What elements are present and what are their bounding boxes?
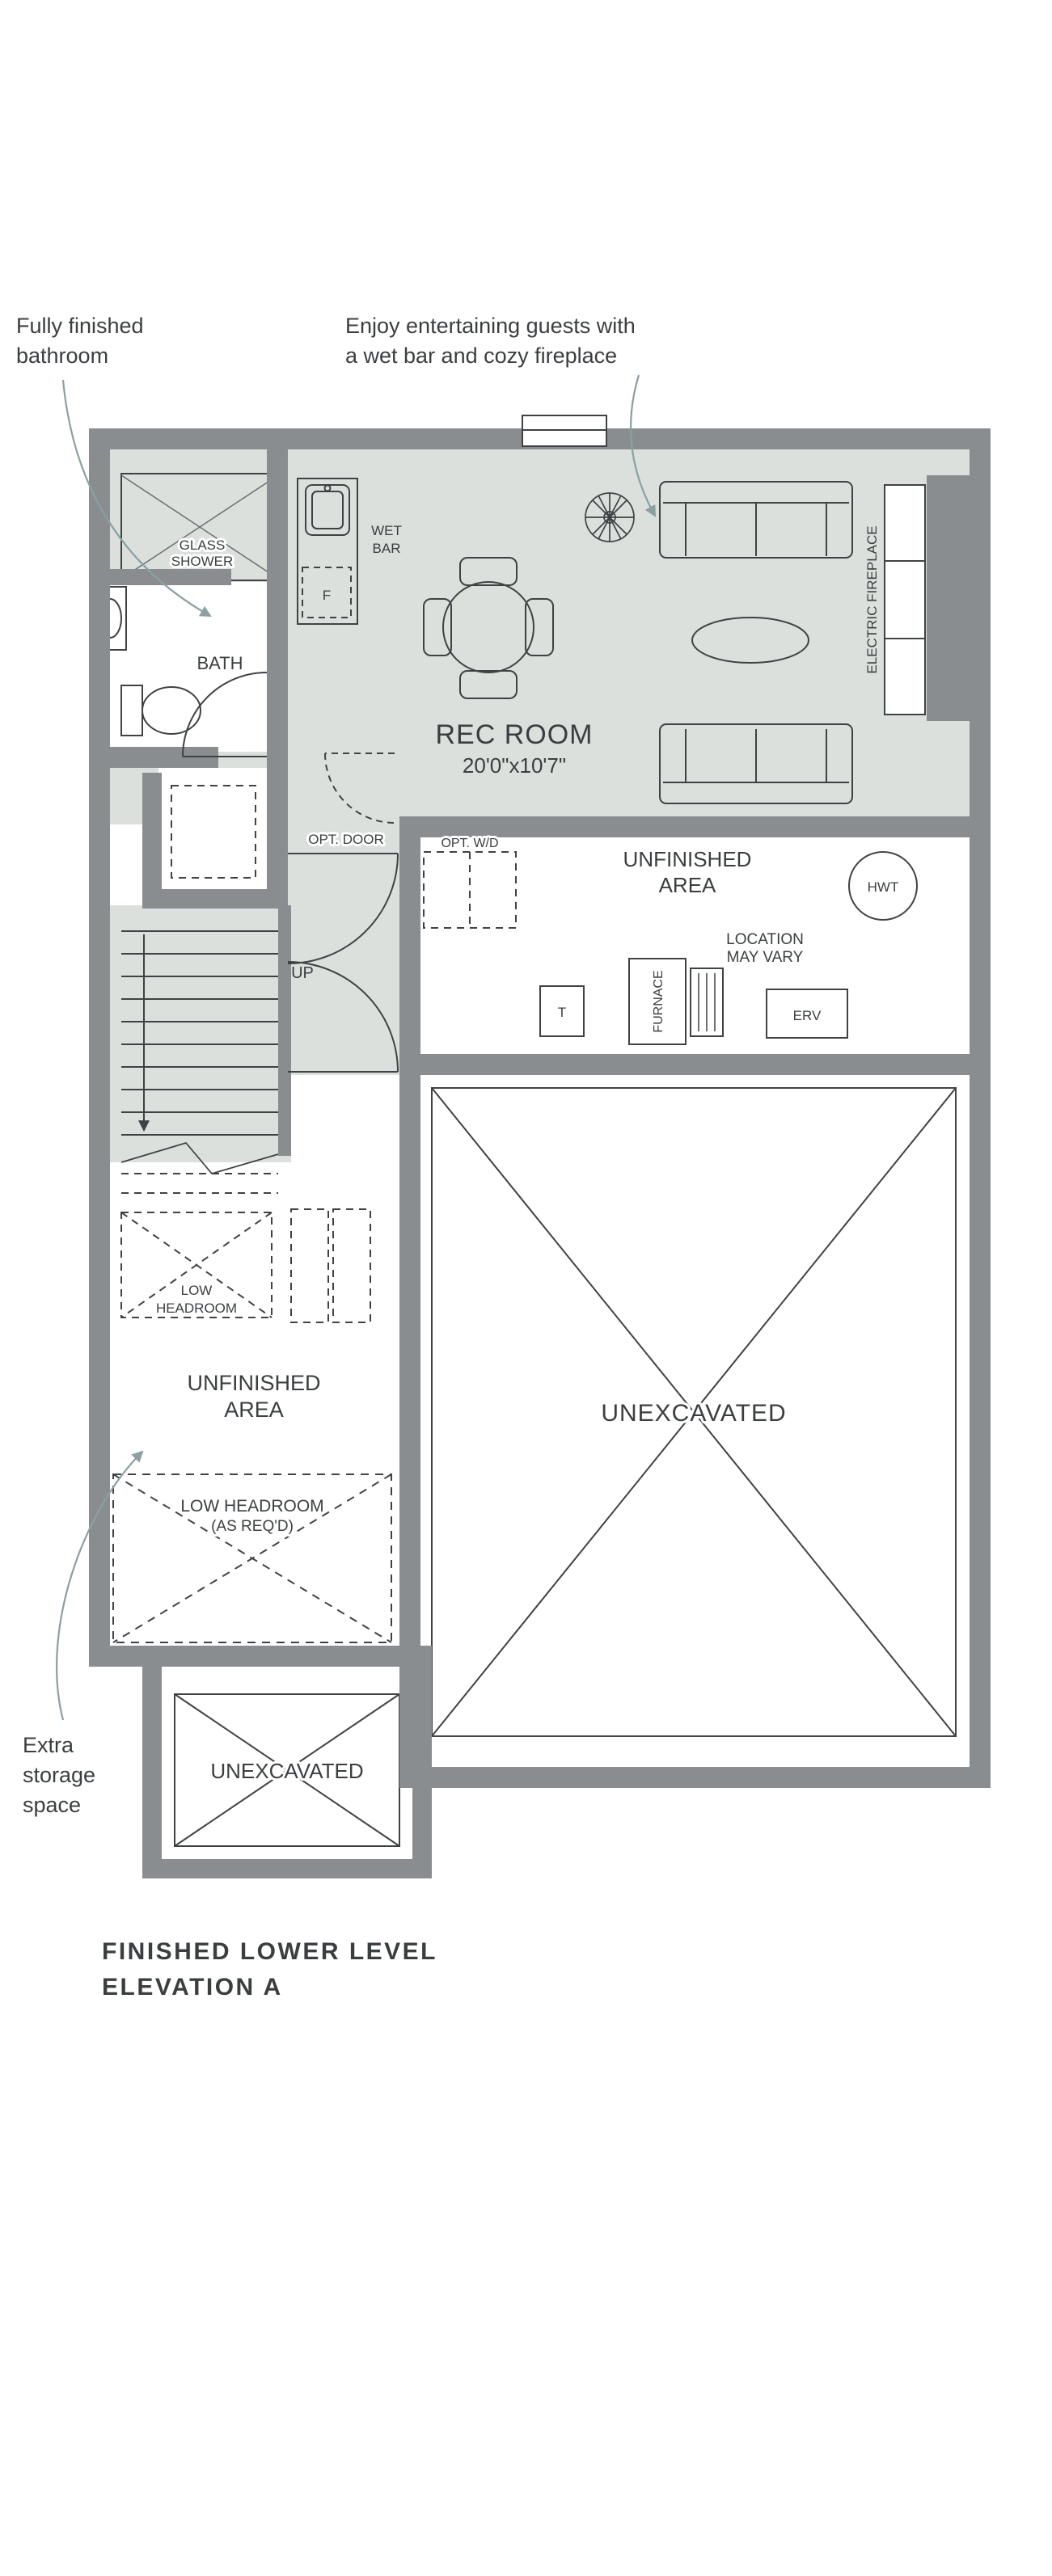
electric-fireplace-unit [884,484,926,715]
walls [89,428,991,1878]
low-headroom-stair-label-2: HEADROOM [156,1301,237,1316]
sofa-bottom [659,723,853,804]
unfinished-right-label-2: AREA [659,873,716,897]
hwt-label: HWT [868,879,899,895]
unfinished-left-label-1: UNFINISHED [187,1371,320,1395]
location-label-1: LOCATION [726,931,804,948]
wall-storage-south [142,1859,432,1878]
low-headroom-big-label-1: LOW HEADROOM [180,1497,323,1516]
wall-bath-east [267,428,288,909]
window-top [522,415,607,447]
stairs [120,930,279,1174]
furnace-label: FURNACE [652,970,665,1032]
unexcavated-small-label: UNEXCAVATED [210,1759,363,1783]
opt-washer-dryer [423,851,517,929]
unfinished-room-fills [108,582,971,1056]
opt-door-label: OPT. DOOR [308,832,384,847]
wall-mid-vertical [399,816,420,1788]
bath-door [182,672,268,757]
up-label: UP [291,964,314,982]
thermostat-box [539,985,585,1037]
sofa-top [659,481,853,559]
optional-fridge [302,567,352,618]
annotation-storage-line2: storage [23,1763,95,1787]
annotation-storage-line3: space [23,1793,81,1817]
annotation-bathroom-line2: bathroom [16,344,108,368]
fireplace-label: ELECTRIC FIREPLACE [864,525,880,673]
leader-entertain [629,374,657,517]
rec-room-label: REC ROOM [436,719,594,750]
wet-bar [297,478,358,625]
leader-bathroom [61,379,212,618]
plan-title-line1: FINISHED LOWER LEVEL [102,1938,437,1965]
wall-bottom-right [399,1767,991,1788]
glass-shower-label-2: SHOWER [171,554,234,569]
furnace-box [628,958,724,1045]
optional-door [324,753,395,824]
wall-storage-west [142,1662,162,1878]
annotation-entertain-line1: Enjoy entertaining guests with [345,314,636,338]
double-doors [287,853,399,1073]
unexcavated-big [431,1087,957,1737]
unfinished-left-label-2: AREA [224,1398,284,1422]
t-label: T [558,1005,566,1020]
unfinished-right-label-1: UNFINISHED [623,847,752,871]
wet-bar-label-1: WET [371,523,402,538]
erv-label: ERV [793,1008,822,1023]
wall-stair-east [278,905,291,1156]
wall-fireplace-bump [927,475,970,721]
erv-box [766,989,848,1039]
annotation-bathroom-line1: Fully finished [16,314,144,338]
wall-recroom-south [399,816,971,837]
wall-bottom-left [89,1646,432,1667]
glass-shower-label-1: GLASS [180,538,226,553]
toilet [120,685,201,736]
round-table-set [423,557,554,699]
coffee-table [691,617,809,664]
wall-closet-west [142,773,162,909]
bath-label: BATH [196,653,243,673]
rec-room-dims: 20'0"x10'7" [463,753,566,778]
unexcavated-big-label: UNEXCAVATED [601,1400,786,1427]
annotation-storage-line1: Extra [23,1733,74,1757]
wall-shower-south [110,569,231,585]
plan-title-line2: ELEVATION A [102,1974,283,2001]
closet [171,785,256,879]
wall-storage-east [412,1662,432,1878]
opt-wd-label: OPT. W/D [441,837,498,850]
low-headroom-big-label-2: (AS REQ'D) [211,1518,294,1535]
fridge-label: F [323,588,331,603]
low-headroom-zone [112,1474,392,1643]
hwt-tank [848,851,918,921]
leader-storage [56,1450,144,1721]
wall-closet-south [142,889,278,909]
wall-right [970,428,991,1788]
wall-mech-south [399,1054,991,1075]
wall-left [89,428,110,1667]
location-label-2: MAY VARY [727,949,804,966]
under-stair-storage [120,1173,371,1323]
plant [585,492,635,542]
wet-bar-label-2: BAR [373,541,401,556]
annotation-entertain-line2: a wet bar and cozy fireplace [345,344,617,368]
low-headroom-stair-label-1: LOW [181,1283,213,1298]
